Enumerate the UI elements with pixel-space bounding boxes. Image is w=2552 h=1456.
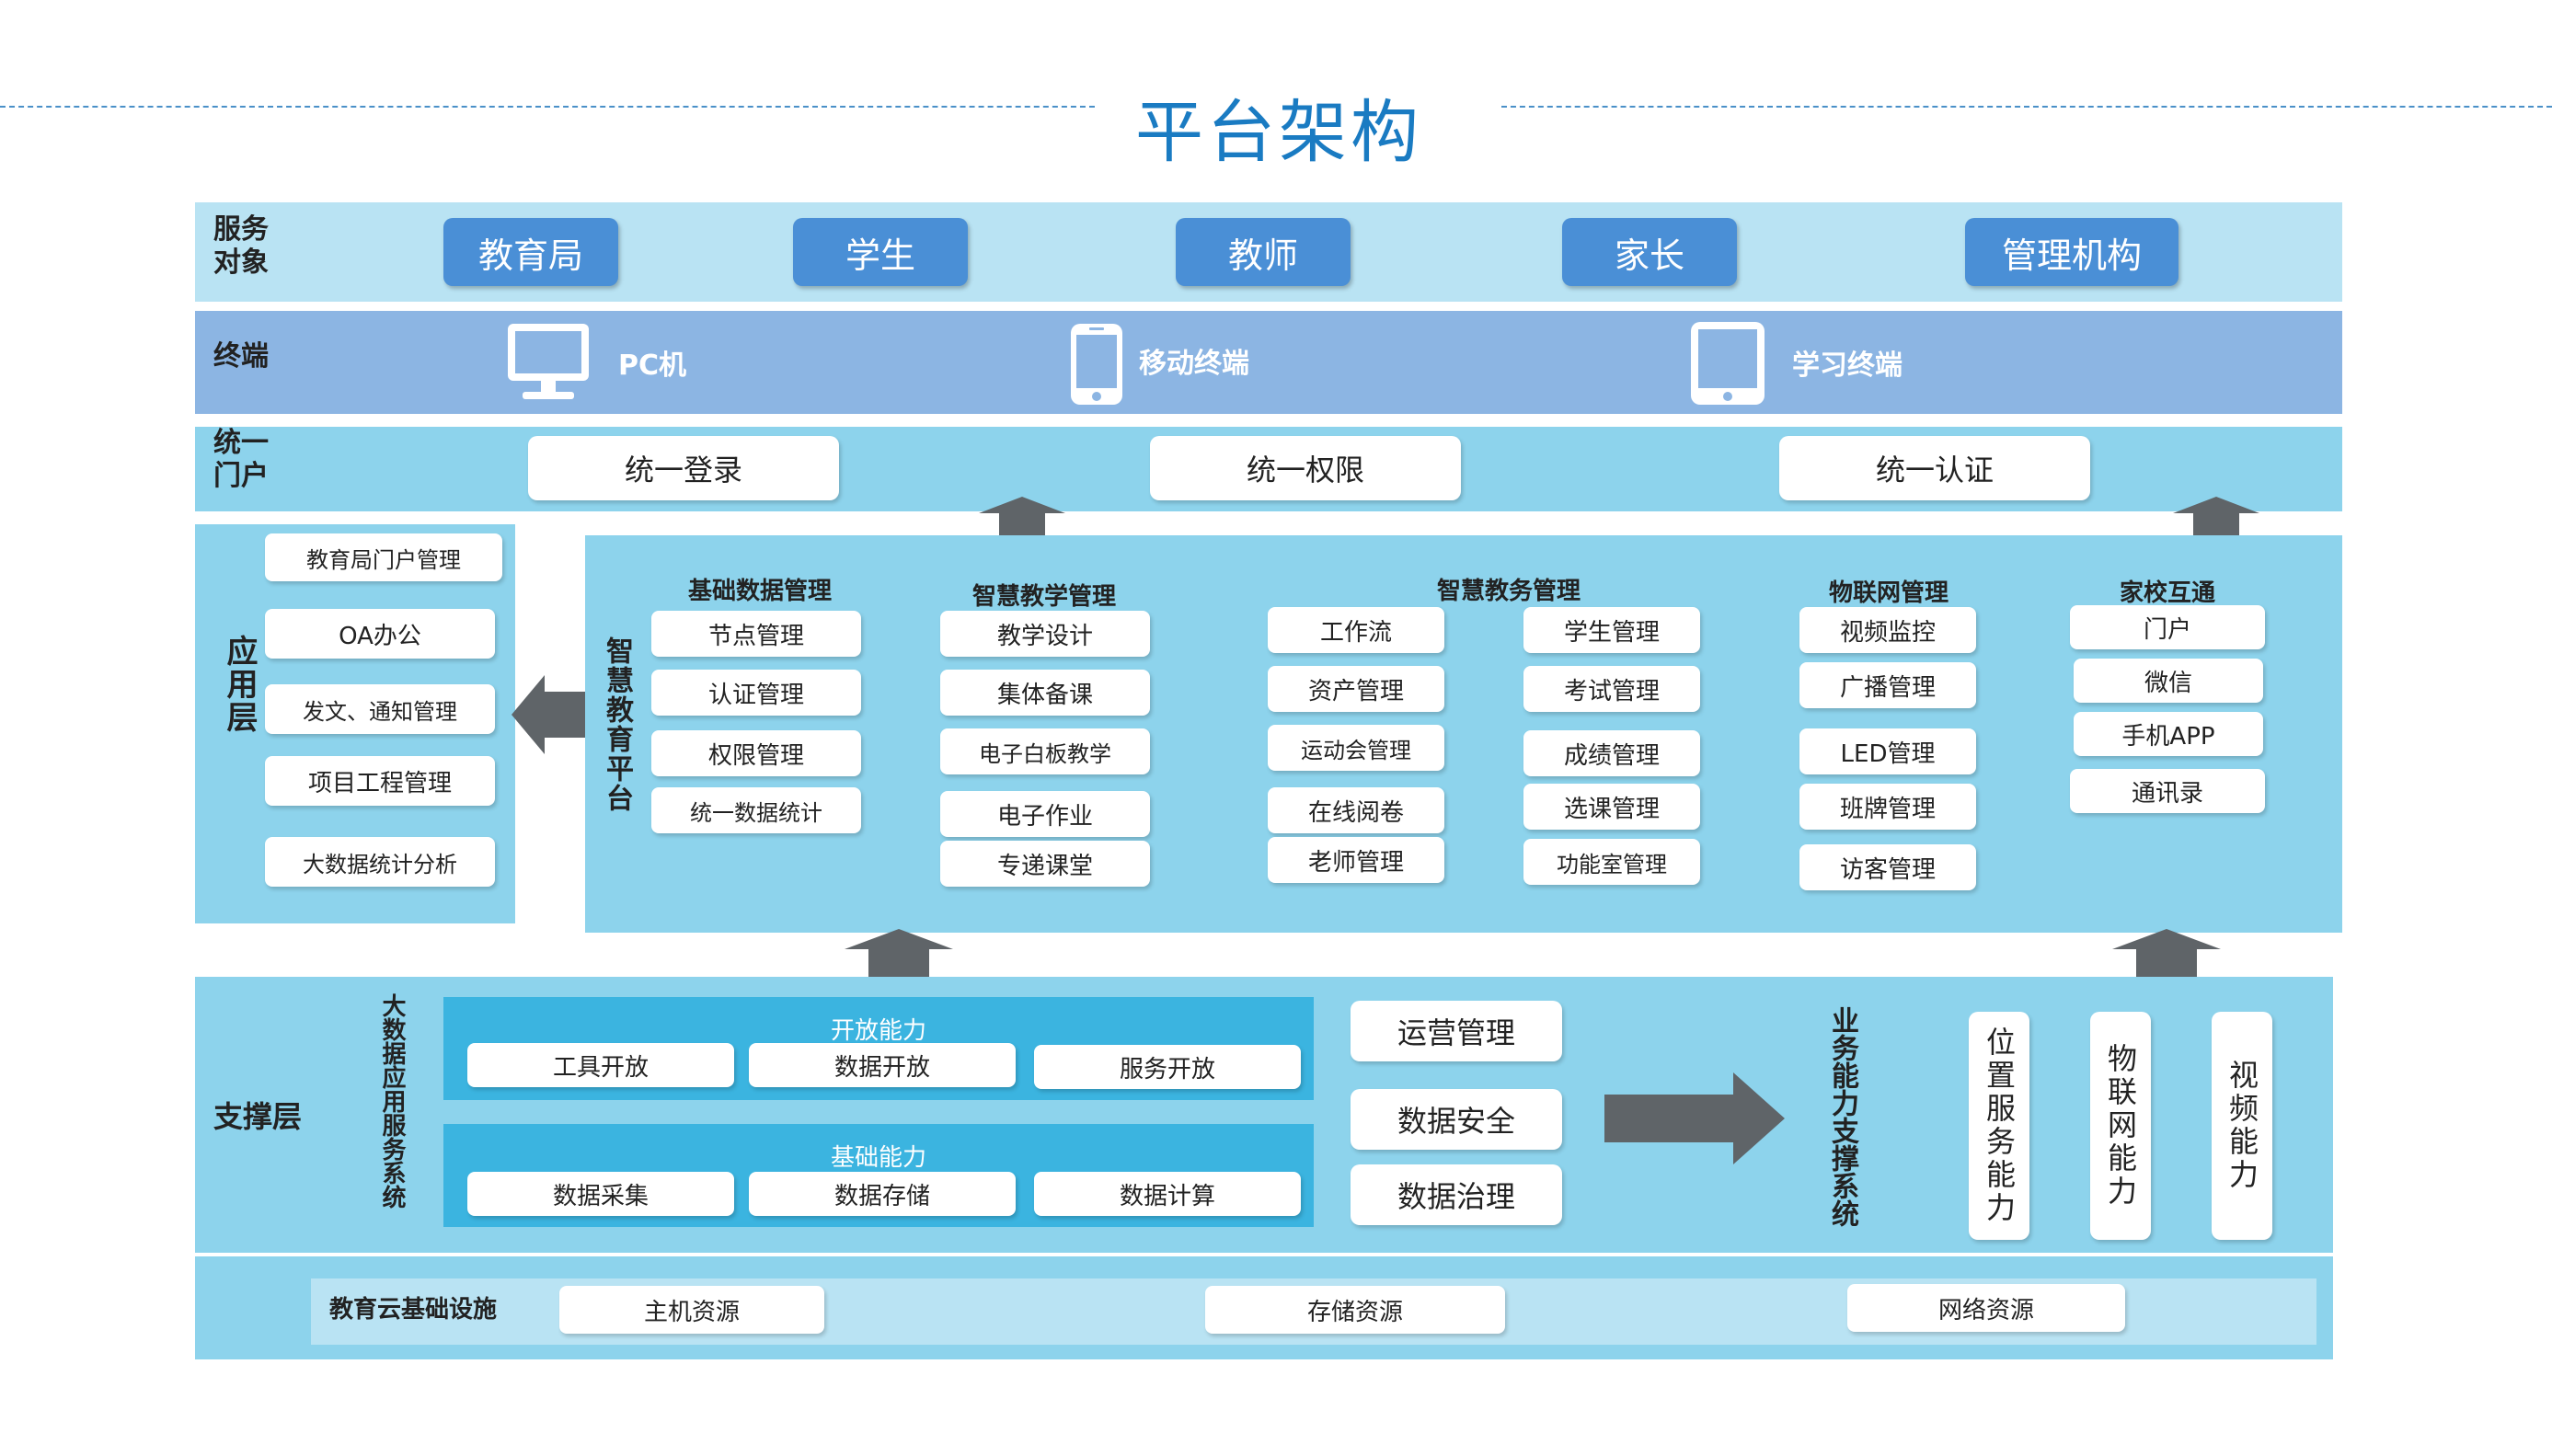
platform-item[interactable]: 访客管理 <box>1799 844 1976 890</box>
platform-item[interactable]: 电子作业 <box>940 791 1150 837</box>
platform-item[interactable]: 考试管理 <box>1523 666 1700 712</box>
platform-item[interactable]: 集体备课 <box>940 670 1150 716</box>
capability-item[interactable]: 数据开放 <box>749 1043 1016 1087</box>
support-layer-label: 支撑层 <box>213 1099 303 1134</box>
terminal-mobile-label: 移动终端 <box>1139 348 1249 380</box>
capability-item[interactable]: 服务开放 <box>1034 1045 1301 1089</box>
title-rule-left <box>0 106 1095 108</box>
platform-item[interactable]: 权限管理 <box>651 730 861 776</box>
platform-item[interactable]: 资产管理 <box>1268 666 1444 712</box>
capability-item[interactable]: 工具开放 <box>467 1043 734 1087</box>
arrow-up-icon <box>2112 929 2221 977</box>
group-title-basic-data: 基础数据管理 <box>687 578 832 605</box>
platform-label: 智慧教育平台 <box>601 636 633 813</box>
platform-item[interactable]: LED管理 <box>1799 728 1976 774</box>
terminals-label: 终端 <box>213 340 269 373</box>
target-parents[interactable]: 家长 <box>1562 218 1737 286</box>
target-teachers[interactable]: 教师 <box>1176 218 1351 286</box>
platform-item[interactable]: 专递课堂 <box>940 841 1150 887</box>
business-item[interactable]: 物联网能力 <box>2090 1012 2151 1240</box>
group-title-iot: 物联网管理 <box>1828 579 1948 607</box>
arrow-left-icon <box>512 675 589 754</box>
platform-item[interactable]: 工作流 <box>1268 607 1444 653</box>
group-title-smart-teaching: 智慧教学管理 <box>971 583 1116 611</box>
open-capability-title: 开放能力 <box>830 1017 926 1045</box>
app-item-project[interactable]: 项目工程管理 <box>265 756 495 806</box>
capability-item[interactable]: 数据存储 <box>749 1172 1016 1216</box>
monitor-icon <box>504 322 592 403</box>
base-capability-title: 基础能力 <box>830 1144 926 1172</box>
application-layer-label: 应用层 <box>221 635 258 734</box>
platform-item[interactable]: 广播管理 <box>1799 662 1976 708</box>
service-targets-label: 服务 对象 <box>213 213 269 279</box>
arrow-up-icon <box>845 929 953 977</box>
capability-item[interactable]: 数据计算 <box>1034 1172 1301 1216</box>
platform-item[interactable]: 认证管理 <box>651 670 861 716</box>
title-rule-right <box>1501 106 2552 108</box>
arrow-up-icon <box>2173 497 2259 539</box>
platform-item[interactable]: 电子白板教学 <box>940 728 1150 774</box>
target-management-agencies[interactable]: 管理机构 <box>1965 218 2178 286</box>
platform-item[interactable]: 学生管理 <box>1523 607 1700 653</box>
capability-item[interactable]: 数据采集 <box>467 1172 734 1216</box>
terminal-pc-label: PC机 <box>618 350 687 382</box>
ops-item[interactable]: 数据安全 <box>1351 1089 1562 1150</box>
platform-item[interactable]: 成绩管理 <box>1523 730 1700 776</box>
target-students[interactable]: 学生 <box>793 218 968 286</box>
platform-item[interactable]: 微信 <box>2074 659 2263 703</box>
unified-login-button[interactable]: 统一登录 <box>528 436 839 500</box>
mobile-phone-icon <box>1069 322 1124 407</box>
bigdata-system-label: 大数据应用服务系统 <box>378 993 406 1209</box>
portal-label: 统一 门户 <box>213 427 269 492</box>
arrow-up-icon <box>979 497 1065 539</box>
app-item-bureau-portal[interactable]: 教育局门户管理 <box>265 533 502 581</box>
platform-item[interactable]: 手机APP <box>2074 712 2263 756</box>
app-item-notice[interactable]: 发文、通知管理 <box>265 684 495 734</box>
infrastructure-label: 教育云基础设施 <box>329 1296 498 1324</box>
group-title-smart-academic: 智慧教务管理 <box>1436 578 1581 605</box>
platform-item[interactable]: 老师管理 <box>1268 837 1444 883</box>
business-system-label: 业务能力支撑系统 <box>1826 1006 1858 1227</box>
platform-item[interactable]: 选课管理 <box>1523 784 1700 830</box>
page-title: 平台架构 <box>1135 92 1422 172</box>
business-item[interactable]: 位置服务能力 <box>1969 1012 2029 1240</box>
infra-item[interactable]: 主机资源 <box>559 1286 824 1334</box>
app-item-oa[interactable]: OA办公 <box>265 609 495 659</box>
terminal-learning-label: 学习终端 <box>1792 350 1903 382</box>
tablet-icon <box>1689 320 1766 407</box>
target-education-bureau[interactable]: 教育局 <box>443 218 618 286</box>
platform-item[interactable]: 视频监控 <box>1799 607 1976 653</box>
platform-item[interactable]: 节点管理 <box>651 611 861 657</box>
platform-item[interactable]: 教学设计 <box>940 611 1150 657</box>
infra-item[interactable]: 存储资源 <box>1205 1286 1505 1334</box>
ops-item[interactable]: 数据治理 <box>1351 1164 1562 1225</box>
business-item[interactable]: 视频能力 <box>2212 1012 2272 1240</box>
platform-item[interactable]: 通讯录 <box>2070 769 2265 813</box>
arrow-right-icon <box>1604 1072 1785 1164</box>
group-title-home-school: 家校互通 <box>2119 579 2215 607</box>
infra-item[interactable]: 网络资源 <box>1847 1284 2125 1332</box>
platform-item[interactable]: 功能室管理 <box>1523 839 1700 885</box>
platform-item[interactable]: 运动会管理 <box>1268 725 1444 771</box>
platform-item[interactable]: 统一数据统计 <box>651 787 861 833</box>
platform-item[interactable]: 门户 <box>2070 605 2265 649</box>
ops-item[interactable]: 运营管理 <box>1351 1001 1562 1061</box>
platform-panel <box>585 535 2342 933</box>
unified-auth-button[interactable]: 统一认证 <box>1779 436 2090 500</box>
app-item-bigdata[interactable]: 大数据统计分析 <box>265 837 495 887</box>
platform-item[interactable]: 班牌管理 <box>1799 784 1976 830</box>
platform-item[interactable]: 在线阅卷 <box>1268 787 1444 833</box>
unified-permission-button[interactable]: 统一权限 <box>1150 436 1461 500</box>
